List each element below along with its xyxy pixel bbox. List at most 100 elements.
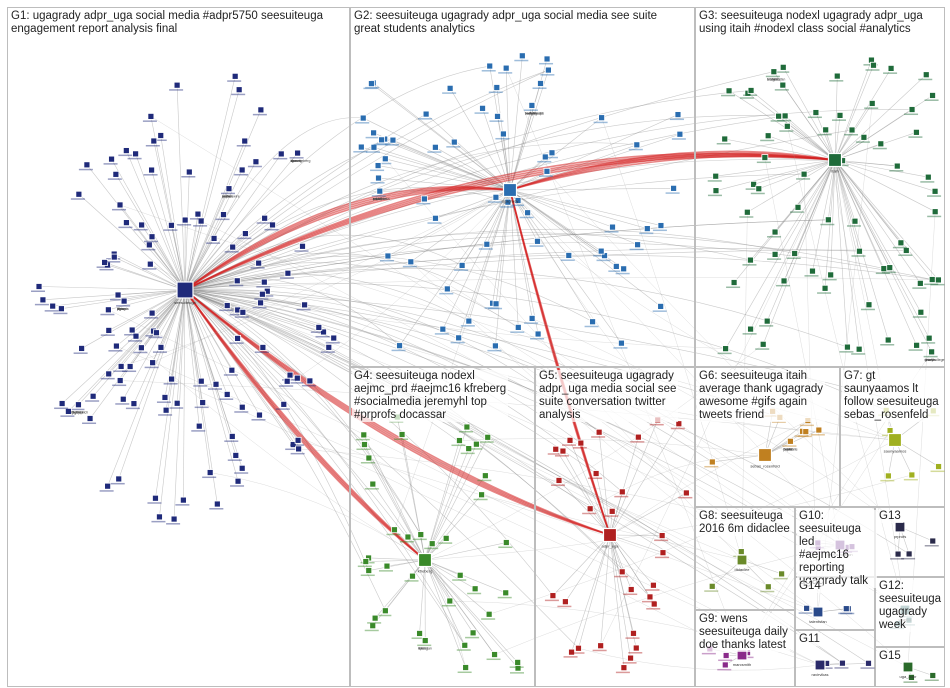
- node-caption-mark: [169, 407, 184, 409]
- graph-node: [865, 659, 872, 667]
- node-label: uga: [117, 307, 123, 311]
- graph-node: [897, 239, 905, 247]
- graph-node: [120, 297, 128, 305]
- node-caption-mark: [290, 444, 305, 446]
- hub-node-g3: [827, 152, 843, 168]
- graph-node: [213, 500, 221, 508]
- node-caption-mark: [457, 671, 472, 674]
- graph-node: [865, 301, 873, 309]
- edge-cross: [184, 277, 400, 346]
- graph-node: [886, 264, 894, 272]
- graph-node: [462, 664, 470, 671]
- node-caption-mark: [798, 612, 813, 614]
- edge-cross: [184, 234, 463, 291]
- edge: [595, 473, 611, 536]
- edge: [609, 534, 663, 536]
- node-caption-mark: [438, 542, 453, 544]
- graph-node: [848, 126, 856, 134]
- edge-cross: [184, 289, 582, 444]
- graph-node: [763, 317, 771, 325]
- group-label-g11: G11: [797, 633, 822, 646]
- node-label: jbrown: [116, 307, 127, 311]
- graph-node: [277, 150, 285, 158]
- graph-node: [787, 437, 794, 445]
- graph-node: [737, 548, 745, 556]
- node-caption-mark: [181, 176, 196, 178]
- node-caption-mark: [750, 192, 765, 195]
- node-caption-mark: [273, 157, 288, 160]
- graph-node: [935, 276, 942, 284]
- node-caption-mark: [315, 335, 330, 338]
- edge: [365, 559, 426, 562]
- edge: [159, 289, 186, 517]
- graph-node: [381, 155, 389, 163]
- node-caption-mark: [807, 116, 822, 119]
- node-caption-mark: [739, 97, 754, 99]
- node-caption-mark: [779, 130, 794, 132]
- graph-node: [130, 400, 138, 408]
- node-caption-mark: [215, 218, 230, 221]
- node-caption-mark: [554, 455, 569, 457]
- edge: [184, 214, 199, 291]
- edge: [728, 90, 836, 161]
- node-caption-mark: [481, 70, 496, 72]
- graph-node: [486, 62, 494, 70]
- graph-node: [137, 344, 145, 352]
- edge: [424, 559, 519, 669]
- graph-node: [65, 407, 72, 415]
- node-label: owright: [525, 111, 536, 115]
- node-caption-mark: [649, 423, 664, 426]
- edge: [505, 68, 511, 191]
- edge: [424, 559, 495, 655]
- graph-node: [381, 607, 389, 615]
- node-label: jlopez: [782, 447, 792, 451]
- edge-misc: [494, 544, 841, 655]
- node-caption-mark: [794, 435, 809, 437]
- edge: [176, 289, 186, 404]
- graph-node: [537, 80, 544, 87]
- group-panel-g3: [695, 7, 945, 367]
- node-caption-mark: [487, 349, 502, 352]
- node-caption-mark: [707, 194, 722, 197]
- node-caption-mark: [234, 316, 249, 318]
- graph-node: [359, 114, 367, 122]
- edge: [834, 159, 848, 348]
- graph-node: [597, 247, 605, 255]
- node-caption-mark: [718, 659, 733, 662]
- edge: [184, 289, 261, 304]
- node-caption-mark: [145, 144, 160, 147]
- node-caption-mark: [100, 377, 115, 380]
- node-caption-mark: [377, 614, 392, 617]
- node-caption-mark: [141, 248, 156, 251]
- graph-node: [650, 581, 657, 589]
- node-caption-mark: [903, 478, 918, 481]
- graph-node: [620, 664, 628, 672]
- edge: [184, 246, 303, 291]
- edge: [184, 218, 265, 291]
- node-caption-mark: [789, 211, 804, 213]
- node-caption-mark: [670, 427, 685, 430]
- node-caption-mark: [355, 438, 370, 441]
- graph-node: [747, 87, 755, 94]
- node-caption-mark: [365, 86, 380, 89]
- node-caption-mark: [147, 502, 162, 504]
- edge-misc: [505, 68, 743, 656]
- edge: [509, 189, 648, 229]
- graph-node: [173, 399, 181, 407]
- graph-node: [283, 377, 291, 385]
- graph-node: [844, 343, 851, 351]
- graph-node: [108, 155, 115, 163]
- edge: [750, 159, 836, 330]
- node-caption-mark: [208, 388, 223, 390]
- graph-node: [643, 225, 651, 233]
- graph-node: [255, 259, 263, 267]
- graph-node: [931, 208, 939, 216]
- node-caption-mark: [851, 353, 866, 355]
- group-panel-g1: [7, 7, 350, 687]
- graph-node: [618, 568, 626, 576]
- group-label-g1: G1: ugagrady adpr_uga social media #adpr…: [9, 10, 325, 36]
- graph-node: [35, 283, 43, 290]
- graph-node: [543, 55, 551, 63]
- edge: [509, 189, 593, 322]
- node-caption-mark: [424, 547, 439, 550]
